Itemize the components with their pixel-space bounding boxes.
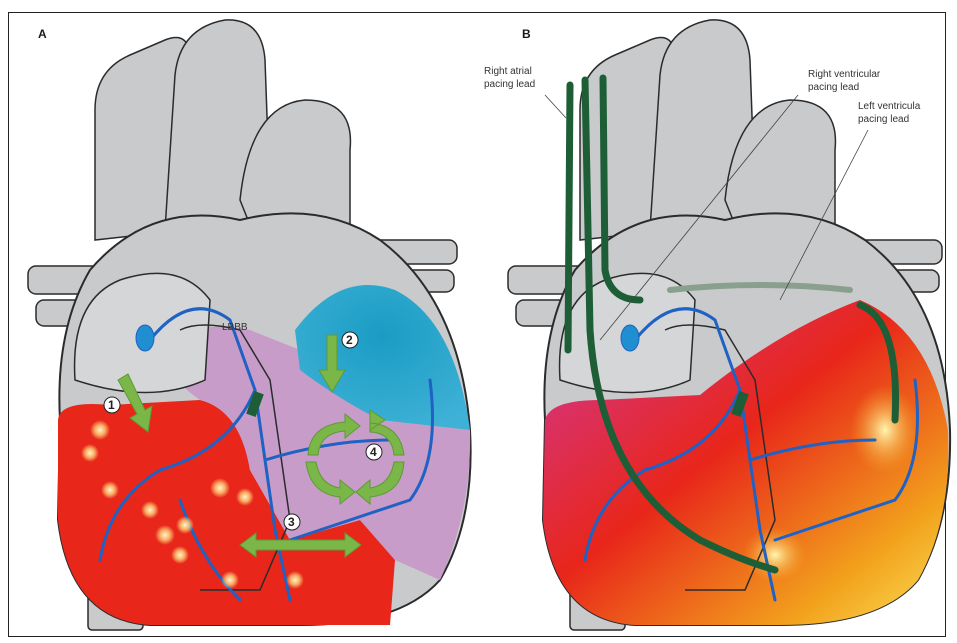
left-ventricular-label-line2: pacing lead (858, 114, 909, 125)
panel-b-sinus-node (621, 325, 639, 351)
panel-b-apex-hotspot (743, 527, 807, 583)
panel-b-late-hotspot (850, 385, 920, 475)
right-atrial-label-line2: pacing lead (484, 79, 535, 90)
right-atrial-lead (568, 85, 570, 350)
left-ventricular-label-line1: Left ventricula (858, 101, 921, 112)
right-ventricular-label-line1: Right ventricular (808, 69, 881, 80)
step-2-label: 2 (346, 333, 353, 347)
panel-a-sinus-node (136, 325, 154, 351)
panel-b: Right atrial pacing lead Right ventricul… (484, 20, 950, 630)
step-3-label: 3 (288, 515, 295, 529)
step-4-label: 4 (370, 445, 377, 459)
right-ventricular-label-line2: pacing lead (808, 82, 859, 93)
panel-a: LBBB (28, 20, 471, 630)
panel-a-letter: A (38, 27, 47, 41)
panel-b-letter: B (522, 27, 531, 41)
right-atrial-label-line1: Right atrial (484, 66, 532, 77)
step-1-label: 1 (108, 398, 115, 412)
panel-a-lbbb-label: LBBB (222, 322, 248, 333)
